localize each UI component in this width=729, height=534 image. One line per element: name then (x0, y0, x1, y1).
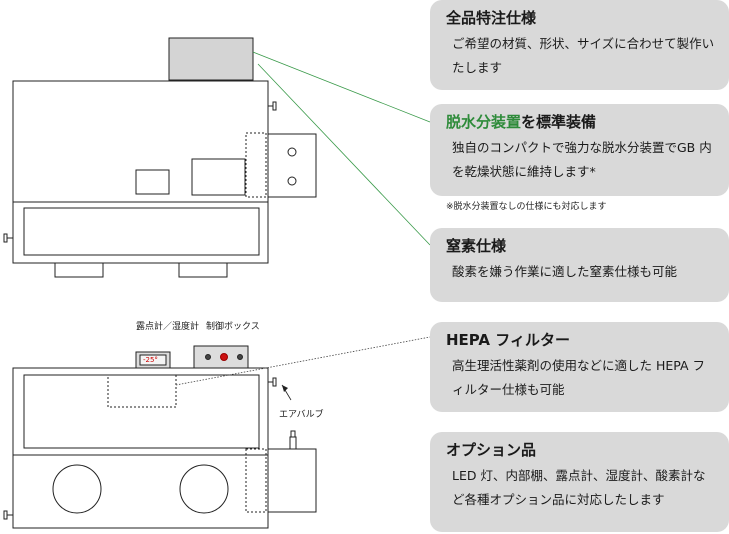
control-knob-2 (237, 354, 243, 360)
dehumidifier-panel (191, 158, 246, 196)
meter-display (139, 354, 167, 366)
leader-hepa (175, 336, 431, 386)
valve-front-top (268, 377, 277, 387)
bottom-apparatus (3, 345, 317, 529)
valve-left (3, 233, 13, 243)
card-dehumidifier-title-rest: を標準装備 (521, 113, 597, 131)
hepa-outline (107, 374, 177, 408)
valve-top (268, 101, 277, 111)
foot-left (54, 262, 104, 278)
glove-port-right (179, 464, 229, 514)
card-dehumidifier-title-green: 脱水分装置 (446, 113, 522, 131)
card-dehumidifier: 脱水分装置を標準装備 独自のコンパクトで強力な脱水分装置でGB 内を乾燥状態に維… (430, 104, 729, 196)
air-valve-stem (289, 436, 297, 450)
air-valve-head (290, 430, 296, 438)
meter-label: 露点計／湿度計 (136, 322, 200, 332)
card-custom-spec: 全品特注仕様 ご希望の材質、形状、サイズに合わせて製作いたします (430, 0, 729, 90)
card-custom-spec-title: 全品特注仕様 (446, 9, 537, 27)
card-nitrogen-body: 酸素を嫌う作業に適した窒素仕様も可能 (452, 264, 678, 279)
card-options-body: LED 灯、内部棚、露点計、湿度計、酸素計など各種オプション品に対応したします (452, 468, 706, 507)
air-valve-arrowhead (282, 385, 288, 392)
side-port-1 (287, 147, 297, 157)
card-nitrogen: 窒素仕様 酸素を嫌う作業に適した窒素仕様も可能 (430, 228, 729, 302)
foot-right (178, 262, 228, 278)
lower-window (23, 207, 260, 256)
control-indicator (220, 353, 228, 361)
card-custom-spec-body: ご希望の材質、形状、サイズに合わせて製作いたします (452, 36, 715, 75)
leader-lines (175, 51, 431, 401)
leader-custom (252, 51, 431, 123)
card-nitrogen-title: 窒素仕様 (446, 237, 507, 255)
side-unit-front (267, 448, 317, 513)
air-valve-label: エアバルブ (279, 410, 324, 420)
top-apparatus (3, 37, 317, 278)
custom-spec-module (168, 37, 254, 81)
side-port-2 (287, 176, 297, 186)
control-box-label: 制御ボックス (206, 322, 260, 332)
card-hepa-title: HEPA フィルター (446, 331, 570, 349)
card-dehumidifier-body: 独自のコンパクトで強力な脱水分装置でGB 内を乾燥状態に維持します* (452, 140, 712, 179)
meter-readout: -25° (143, 356, 158, 364)
card-dehumidifier-title: 脱水分装置を標準装備 (446, 112, 715, 132)
dehumidifier-note: ※脱水分装置なしの仕様にも対応します (446, 202, 607, 212)
option-outline (245, 448, 267, 513)
side-unit (267, 133, 317, 198)
card-options: オプション品 LED 灯、内部棚、露点計、湿度計、酸素計など各種オプション品に対… (430, 432, 729, 532)
main-body-top (12, 80, 269, 264)
leader-nitrogen (257, 63, 431, 246)
small-panel (135, 169, 170, 195)
control-knob-1 (205, 354, 211, 360)
glove-port-left (52, 464, 102, 514)
valve-front-left (3, 510, 13, 520)
dehumidifier-outline (245, 132, 267, 198)
card-hepa-body: 高生理活性薬剤の使用などに適した HEPA フィルター仕様も可能 (452, 358, 706, 397)
card-options-title: オプション品 (446, 441, 537, 459)
card-hepa: HEPA フィルター 高生理活性薬剤の使用などに適した HEPA フィルター仕様… (430, 322, 729, 412)
